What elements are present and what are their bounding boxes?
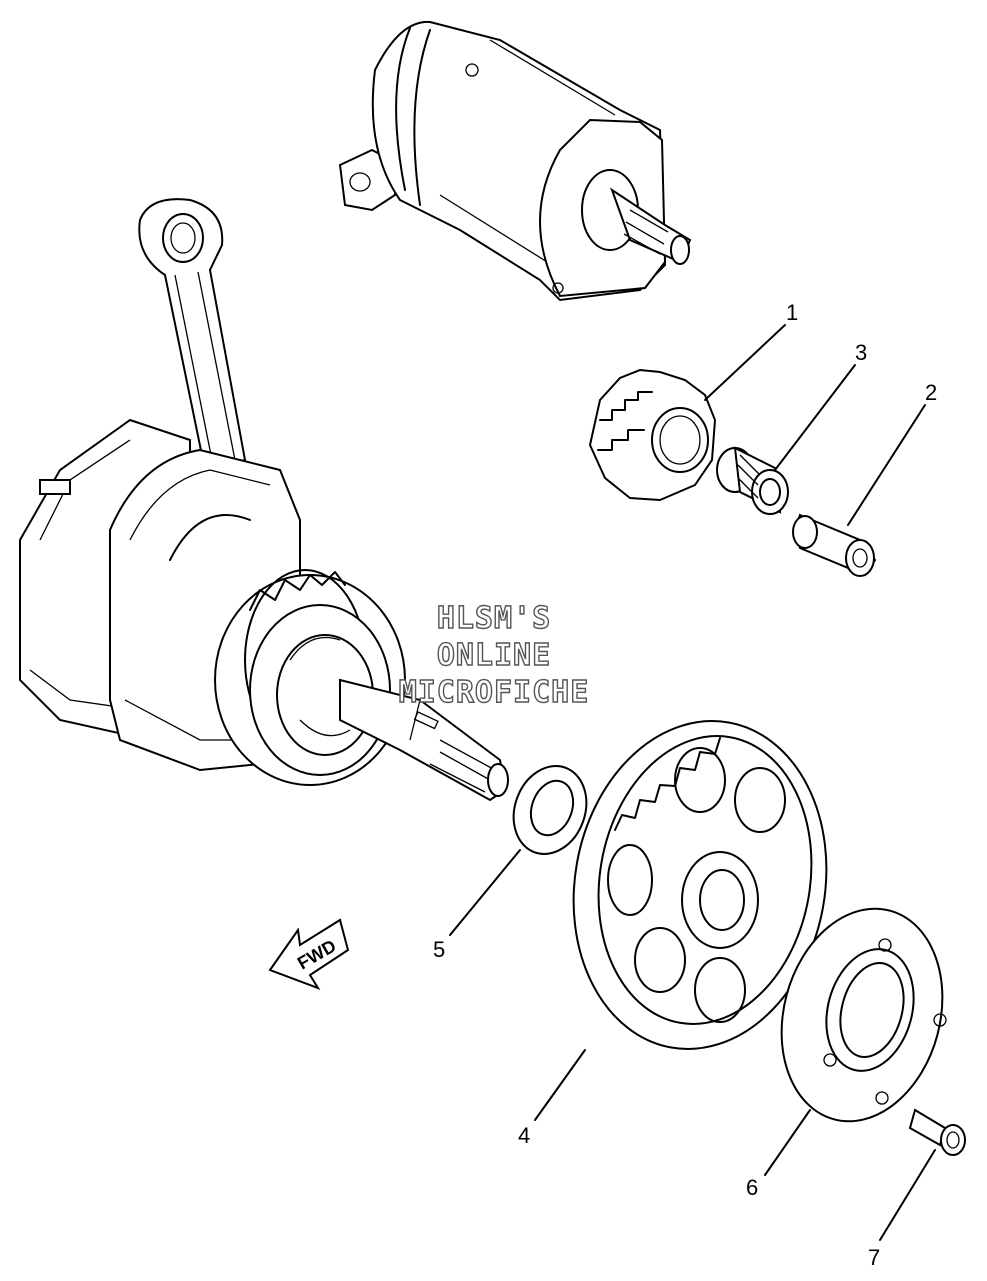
- crankshaft-assembly: [19, 198, 509, 802]
- callout-1: 1: [786, 300, 798, 325]
- washer-part-5: [449, 765, 588, 936]
- callout-4: 4: [518, 1123, 530, 1148]
- callout-3: 3: [855, 340, 867, 365]
- callout-labels: 1 2 3 4 5 6 7: [433, 300, 937, 1270]
- gear-part-1: [588, 324, 786, 502]
- shaft-part-2: [792, 404, 926, 577]
- starter-motor: [338, 20, 692, 302]
- callout-5: 5: [433, 937, 445, 962]
- needle-bearing-part-3: [716, 364, 856, 515]
- one-way-clutch-part-6: [764, 907, 947, 1176]
- starter-wheel-gear-part-4: [534, 720, 828, 1121]
- callout-7: 7: [868, 1245, 880, 1270]
- fwd-arrow: FWD: [268, 918, 350, 990]
- watermark: HLSM'S ONLINE MICROFICHE: [398, 600, 590, 710]
- watermark-line-3: MICROFICHE: [399, 675, 590, 710]
- bolt-part-7: [879, 1108, 966, 1241]
- watermark-line-2: ONLINE: [437, 638, 551, 673]
- callout-6: 6: [746, 1175, 758, 1200]
- callout-2: 2: [925, 380, 937, 405]
- watermark-line-1: HLSM'S: [437, 601, 551, 636]
